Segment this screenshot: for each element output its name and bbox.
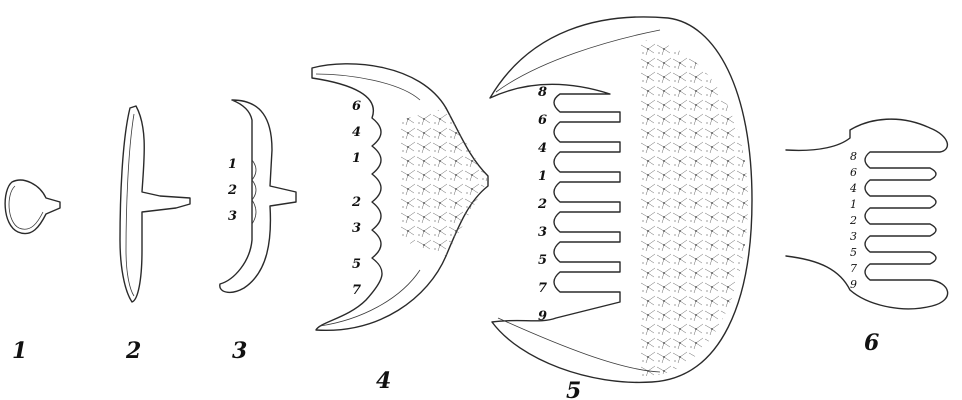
fold-number: 3 (352, 221, 361, 236)
fold-number: 7 (538, 281, 547, 296)
fold-number: 3 (538, 225, 547, 240)
fold-number: 2 (351, 195, 361, 210)
fold-number: 5 (538, 253, 547, 268)
figure-6-label: 6 (864, 330, 879, 356)
figure-1: 1 (5, 180, 60, 364)
figure-2: 2 (120, 106, 190, 364)
fold-number: 7 (352, 283, 361, 298)
fold-number: 1 (538, 169, 547, 184)
figure-1-label: 1 (12, 338, 27, 364)
figure-2-label: 2 (125, 338, 141, 364)
fold-number: 2 (537, 197, 547, 212)
fold-number: 3 (228, 209, 237, 224)
fold-number: 6 (850, 166, 857, 179)
fold-number: 5 (352, 257, 361, 272)
fold-number: 8 (538, 85, 547, 100)
fold-number: 4 (352, 125, 361, 140)
fold-number: 1 (352, 151, 361, 166)
fold-number: 8 (850, 150, 857, 163)
fold-number: 2 (227, 183, 237, 198)
figure-4-label: 4 (376, 368, 391, 394)
figure-5-label: 5 (566, 378, 581, 400)
fold-number: 9 (538, 309, 547, 324)
fold-number: 1 (228, 157, 237, 172)
fold-number: 5 (850, 246, 857, 259)
fold-number: 2 (849, 214, 857, 227)
fold-number: 1 (850, 198, 857, 211)
figure-6: 8 6 4 1 2 3 5 7 9 6 (786, 119, 948, 356)
figure-5: 8 6 4 1 2 3 5 7 9 5 (490, 17, 752, 400)
fold-number: 4 (538, 141, 547, 156)
fold-number: 4 (849, 182, 857, 195)
figure-4: 6 4 1 2 3 5 7 4 (312, 64, 488, 394)
figure-3-label: 3 (232, 338, 247, 364)
figure-3: 1 2 3 3 (220, 100, 296, 364)
fold-number: 6 (538, 113, 547, 128)
fold-number: 3 (850, 230, 857, 243)
fold-number: 9 (850, 278, 857, 291)
fold-number: 6 (352, 99, 361, 114)
fold-number: 7 (850, 262, 857, 275)
